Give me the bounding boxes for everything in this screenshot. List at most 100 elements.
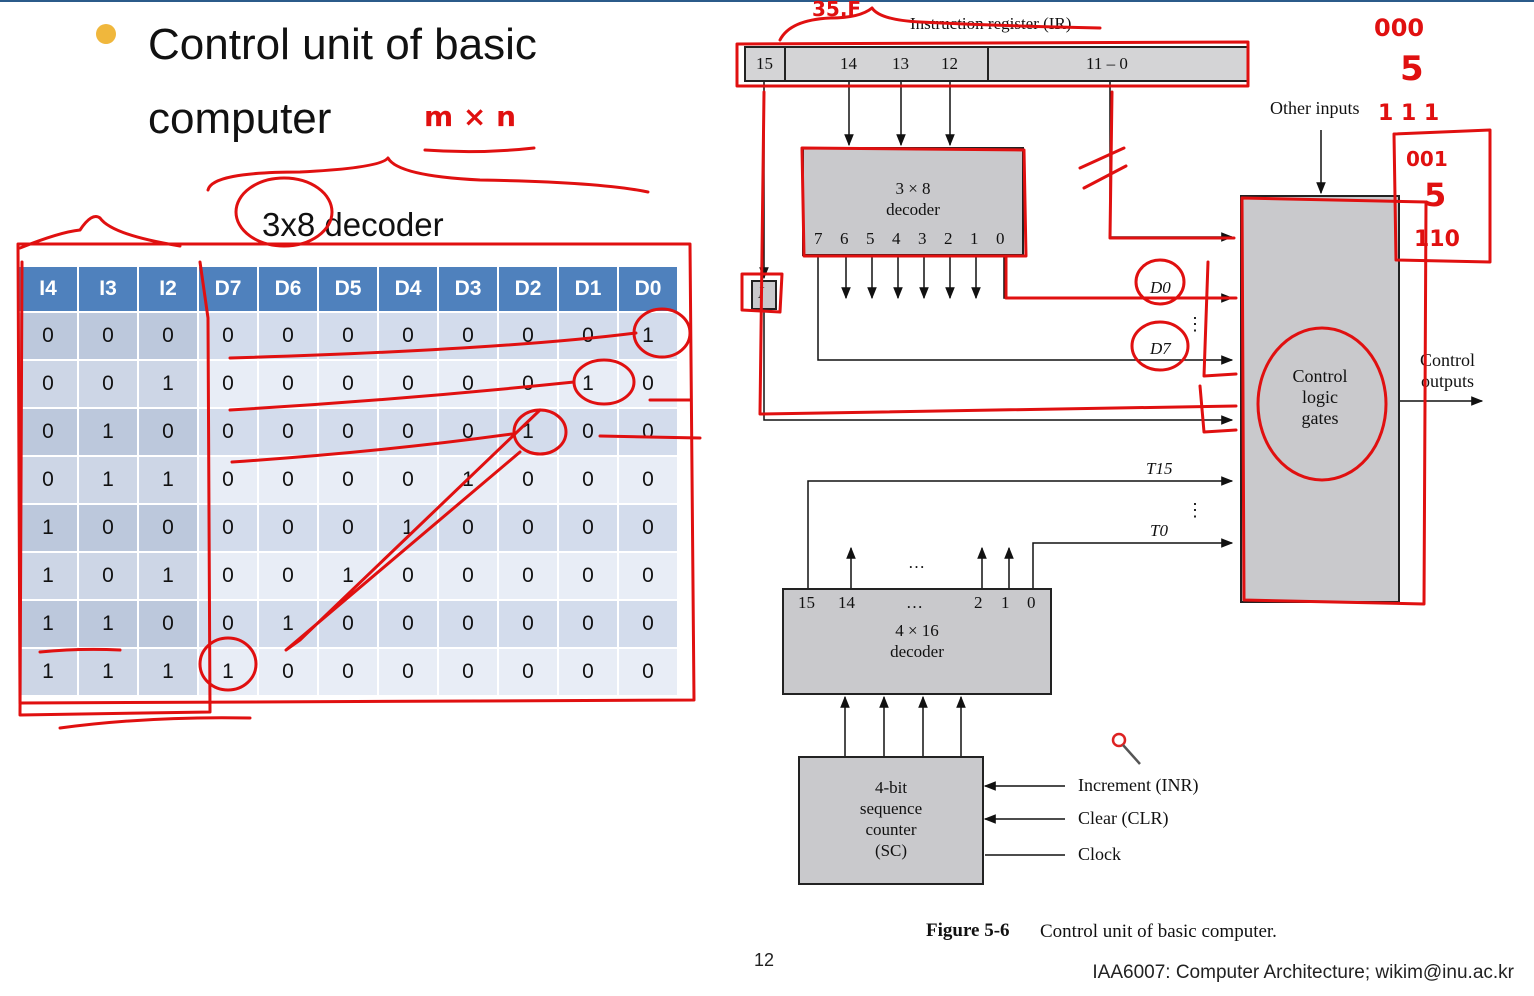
- table-cell: 0: [259, 505, 317, 551]
- brace-stroke: [18, 215, 182, 250]
- table-cell: 0: [259, 553, 317, 599]
- table-cell: 0: [259, 313, 317, 359]
- instruction-register: [744, 46, 1249, 82]
- table-cell: 1: [79, 409, 137, 455]
- table-cell: 1: [19, 553, 77, 599]
- slide-footer: IAA6007: Computer Architecture; wikim@in…: [1092, 962, 1514, 983]
- ir-divider: [784, 46, 786, 82]
- table-cell: 0: [499, 313, 557, 359]
- table-cell: 0: [139, 505, 197, 551]
- table-cell: 0: [439, 313, 497, 359]
- i-flipflop: [751, 280, 777, 310]
- d7-label: D7: [1150, 339, 1171, 358]
- table-cell: 0: [619, 649, 677, 695]
- table-cell: 0: [499, 505, 557, 551]
- decoder-output-label: 1: [970, 229, 979, 248]
- table-cell: 0: [259, 361, 317, 407]
- table-cell: 0: [199, 601, 257, 647]
- table-cell: 0: [199, 553, 257, 599]
- table-cell: 0: [499, 649, 557, 695]
- truth-table-header: D4: [379, 267, 437, 311]
- slide-title: Control unit of basic computer: [148, 20, 537, 143]
- table-cell: 0: [379, 409, 437, 455]
- truth-table-header: I3: [79, 267, 137, 311]
- table-cell: 0: [439, 409, 497, 455]
- decoder-output-label: 0: [996, 229, 1005, 248]
- control-unit-figure: Instruction register (IR) 15 14 13 12 11…: [720, 0, 1534, 996]
- table-cell: 1: [259, 601, 317, 647]
- table-cell: 1: [199, 649, 257, 695]
- table-cell: 1: [79, 601, 137, 647]
- table-cell: 0: [499, 553, 557, 599]
- table-cell: 0: [79, 553, 137, 599]
- control-logic-label: Control logic gates: [1292, 366, 1348, 428]
- ir-bits-11-0: 11 – 0: [1086, 54, 1128, 73]
- ir-bit-15: 15: [756, 54, 773, 73]
- ir-divider: [987, 46, 989, 82]
- figure-caption-number: Figure 5-6: [926, 920, 1010, 941]
- decoder-input-label: …: [906, 593, 923, 612]
- table-cell: 0: [559, 457, 617, 503]
- decoder-3x8-title: 3 × 8 decoder: [886, 179, 940, 219]
- table-cell: 1: [319, 553, 377, 599]
- decoder-input-label: 0: [1027, 593, 1036, 612]
- slide-top-rule: [0, 0, 1534, 2]
- sequence-counter-label: 4-bit sequence counter (SC): [859, 778, 923, 860]
- decoder-output-label: 3: [918, 229, 927, 248]
- table-cell: 0: [379, 649, 437, 695]
- table-cell: 0: [139, 313, 197, 359]
- i-to-logic-wire: [763, 310, 1234, 425]
- table-cell: 1: [139, 457, 197, 503]
- table-cell: 0: [439, 505, 497, 551]
- table-cell: 0: [619, 601, 677, 647]
- page-number: 12: [754, 950, 775, 970]
- table-cell: 0: [19, 313, 77, 359]
- table-cell: 0: [79, 361, 137, 407]
- table-cell: 1: [439, 457, 497, 503]
- decoder-output-label: 5: [866, 229, 875, 248]
- ir-label: Instruction register (IR): [910, 14, 1072, 33]
- decoder-input-label: 2: [974, 593, 983, 612]
- table-cell: 0: [79, 505, 137, 551]
- table-cell: 0: [319, 649, 377, 695]
- table-cell: 0: [619, 409, 677, 455]
- table-cell: 1: [499, 409, 557, 455]
- truth-table-header: I2: [139, 267, 197, 311]
- table-cell: 0: [379, 313, 437, 359]
- t15-wire: [807, 476, 1234, 588]
- table-cell: 0: [499, 601, 557, 647]
- table-cell: 0: [559, 505, 617, 551]
- t-dots: ⋮: [1186, 500, 1204, 520]
- table-cell: 0: [319, 313, 377, 359]
- decoder-4x16: [782, 588, 1052, 695]
- table-cell: 0: [559, 553, 617, 599]
- decoder-output-label: 2: [944, 229, 953, 248]
- truth-table-header: D1: [559, 267, 617, 311]
- d0-wire: [1003, 256, 1234, 303]
- table-cell: 0: [259, 649, 317, 695]
- table-cell: 0: [499, 361, 557, 407]
- decoder-output-label: 7: [814, 229, 823, 248]
- decoder-input-label: 15: [798, 593, 815, 612]
- table-cell: 0: [319, 361, 377, 407]
- table-cell: 0: [19, 409, 77, 455]
- truth-table-header: D6: [259, 267, 317, 311]
- table-cell: 1: [79, 457, 137, 503]
- table-cell: 0: [199, 505, 257, 551]
- i-label: I: [758, 283, 764, 302]
- table-cell: 0: [559, 313, 617, 359]
- truth-table-header: D5: [319, 267, 377, 311]
- ir-address-to-logic-wire: [1109, 82, 1234, 242]
- inr-label: Increment (INR): [1078, 775, 1199, 795]
- sequence-counter: [798, 756, 984, 885]
- table-cell: 0: [619, 361, 677, 407]
- control-outputs-label: Control outputs: [1420, 350, 1476, 391]
- table-cell: 0: [439, 361, 497, 407]
